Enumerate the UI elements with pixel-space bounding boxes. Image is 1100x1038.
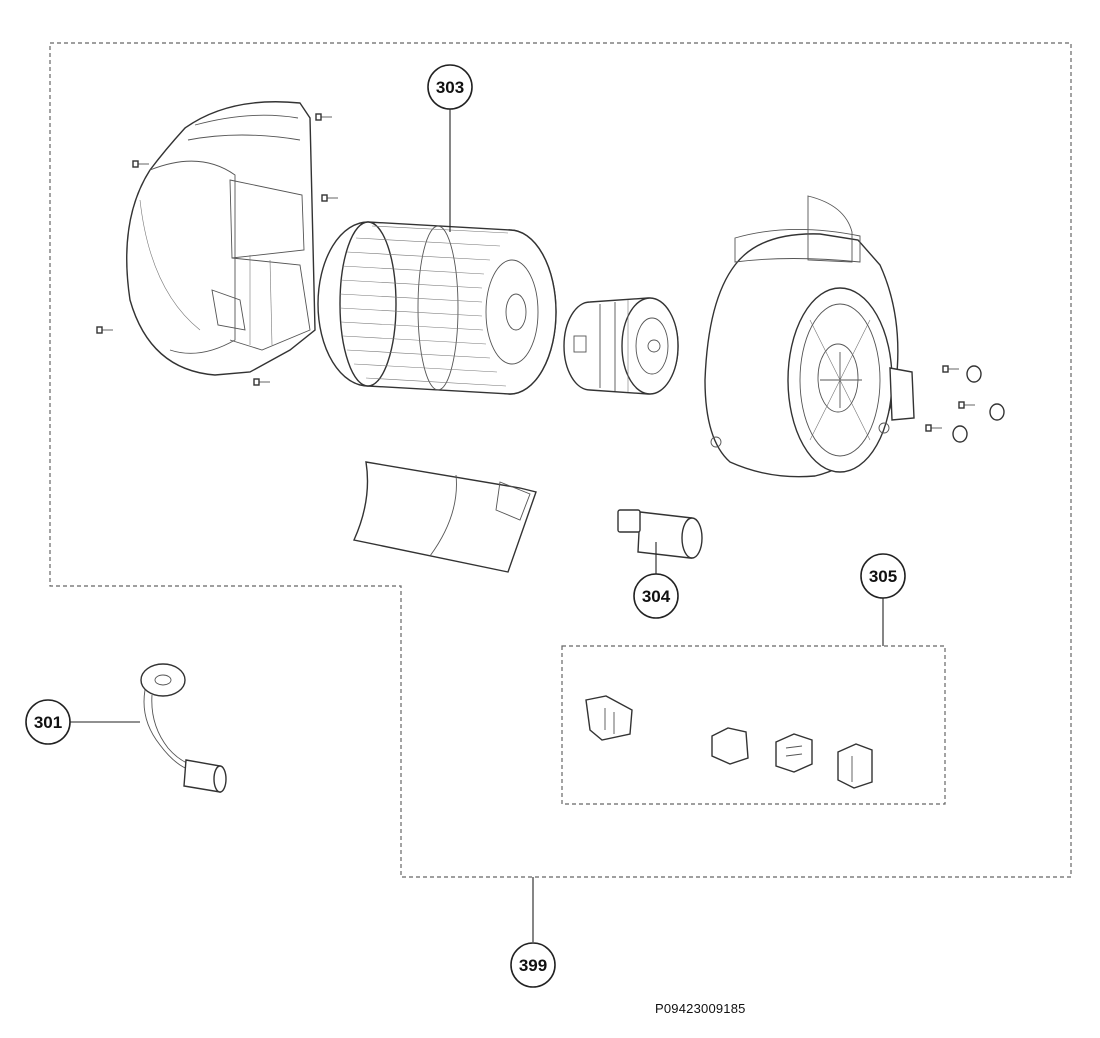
cable-sensor-301 (140, 663, 227, 793)
document-number: P09423009185 (655, 1001, 746, 1016)
left-fan-housing (126, 101, 316, 376)
impeller-wheel (317, 221, 557, 395)
callout-301: 301 (25, 699, 71, 745)
callout-305: 305 (860, 553, 906, 599)
callout-305-label: 305 (869, 567, 897, 586)
callout-399: 399 (510, 942, 556, 988)
capacitor-304 (617, 509, 703, 559)
callout-304-label: 304 (642, 587, 671, 606)
air-deflector-plate (353, 461, 537, 573)
callout-304: 304 (633, 573, 679, 619)
kit-305-boundary (561, 645, 946, 805)
callout-303: 303 (427, 64, 473, 110)
callout-399-label: 399 (519, 956, 547, 975)
callout-301-label: 301 (34, 713, 62, 732)
right-fan-housing (704, 195, 915, 478)
connector-kit-305 (585, 695, 873, 789)
assembly-399-boundary (49, 42, 1072, 878)
callout-303-label: 303 (436, 78, 464, 97)
motor (563, 297, 679, 395)
right-housing-fasteners (925, 365, 1005, 443)
